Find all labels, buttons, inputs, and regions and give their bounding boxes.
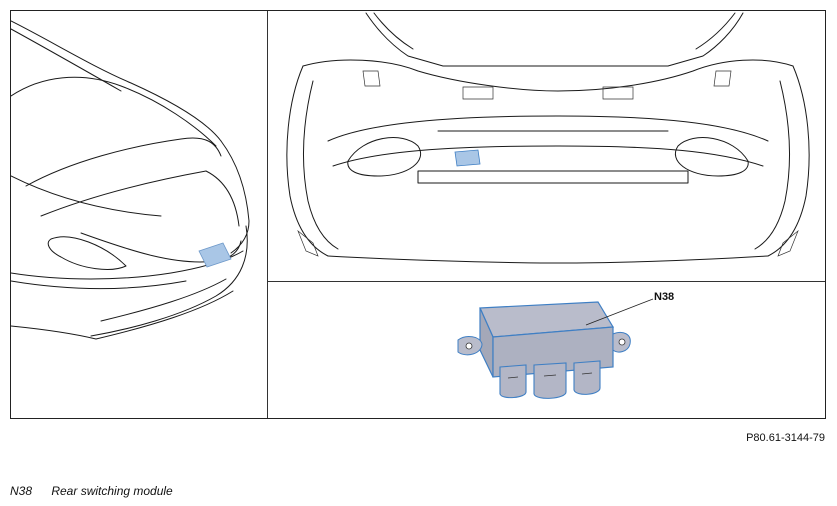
legend-code: N38 <box>10 484 33 498</box>
legend-description: Rear switching module <box>51 484 173 498</box>
diagram-frame <box>10 10 826 419</box>
panel-divider-vertical <box>267 11 268 418</box>
module-location-highlight <box>198 242 232 268</box>
switching-module-detail <box>457 298 654 399</box>
panel-divider-horizontal <box>268 281 825 282</box>
module-location-highlight-bumper <box>454 149 481 167</box>
component-callout-label: N38 <box>654 291 675 303</box>
reference-code: P80.61-3144-79 <box>746 432 825 444</box>
legend-row: N38 Rear switching module <box>10 484 173 498</box>
rear-bumper-view <box>286 12 810 264</box>
vehicle-rear-view <box>11 20 250 340</box>
